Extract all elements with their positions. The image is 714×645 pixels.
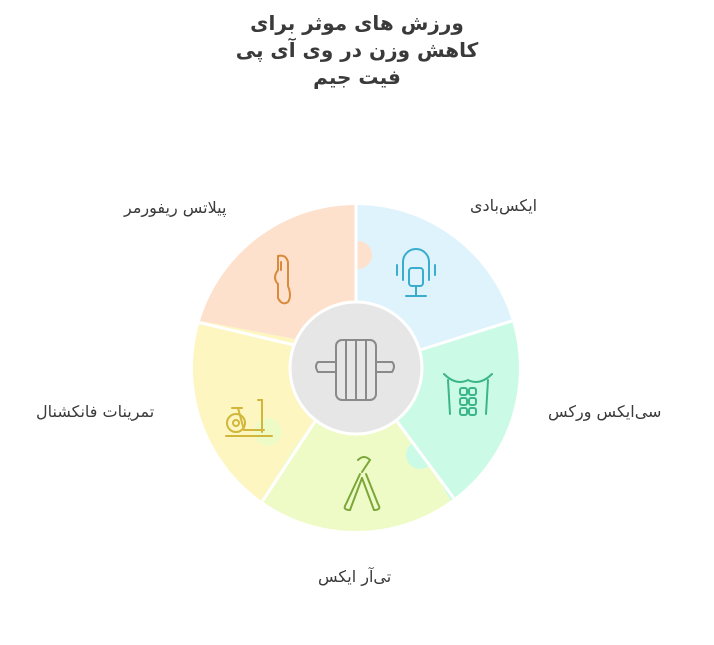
tab-pilates xyxy=(344,241,372,269)
label-xbody: ایکس‌بادی xyxy=(470,196,538,215)
tab-xbody xyxy=(451,306,479,334)
tab-trx xyxy=(254,418,282,446)
title-line-1: ورزش های موثر برای xyxy=(250,11,464,35)
title-line-2: کاهش وزن در وی آی پی xyxy=(235,38,479,62)
label-pilates: پیلاتس ریفورمر xyxy=(124,198,227,217)
label-trx: تی‌آر ایکس xyxy=(318,567,392,586)
label-cxworx: سی‌ایکس ورکس xyxy=(548,402,662,421)
reformer-icon xyxy=(274,254,291,305)
title-line-3: فیت جیم xyxy=(313,65,401,89)
torso-muscles-icon xyxy=(443,373,493,416)
ab-roller-icon xyxy=(315,339,395,401)
tab-functional xyxy=(228,329,256,357)
label-functional: تمرینات فانکشنال xyxy=(36,402,155,421)
exercise-bike-icon xyxy=(225,399,273,437)
segment-trx xyxy=(240,368,470,531)
hand-gripper-icon xyxy=(343,456,381,512)
cable-machine-icon xyxy=(396,248,436,297)
diagram-title: ورزش های موثر برای کاهش وزن در وی آی پی … xyxy=(0,10,714,91)
